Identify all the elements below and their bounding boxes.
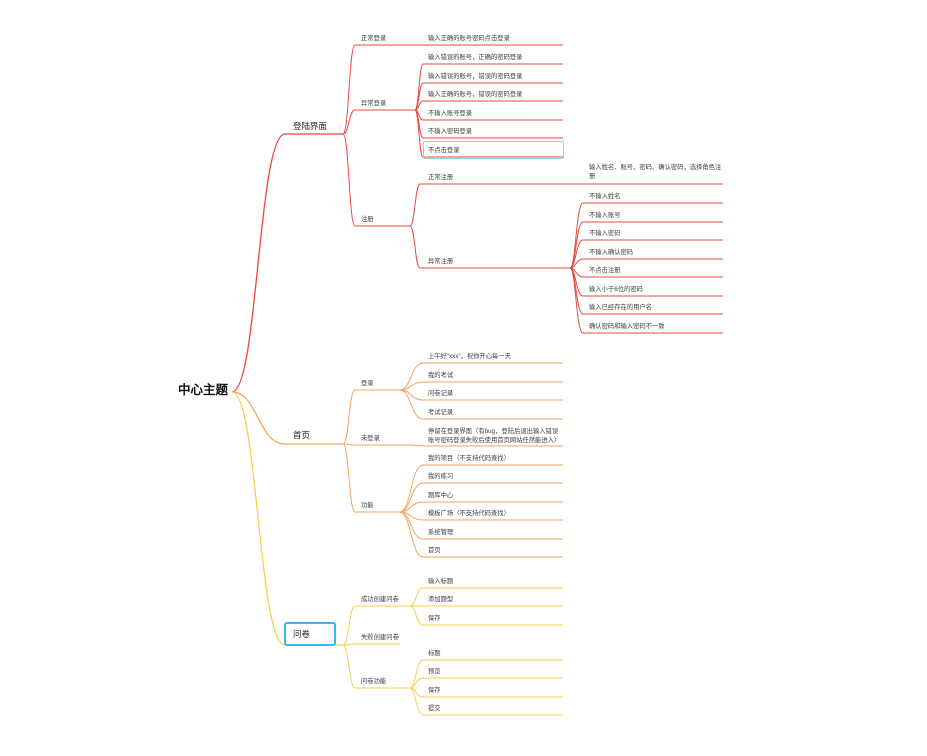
- leaf-topic[interactable]: 系统管理: [428, 529, 454, 536]
- leaf-topic[interactable]: 不点击注册: [589, 267, 621, 274]
- subtopic-normal-login[interactable]: 正常登录: [361, 35, 387, 42]
- leaf-topic[interactable]: 首页: [428, 547, 441, 554]
- subtopic-logged-in[interactable]: 登录: [361, 380, 374, 387]
- subtopic-features[interactable]: 功能: [361, 502, 374, 509]
- subtopic-survey-functions[interactable]: 问卷功能: [361, 678, 387, 685]
- leaf-topic[interactable]: 我的项目（不支持代码查找）: [428, 455, 510, 462]
- survey-branch-lines: [231, 391, 563, 716]
- leaf-topic[interactable]: 停留在登录界面（有bug，登陆后退出输入错误账号密码登录失败后使用首页网站任然能…: [428, 428, 561, 444]
- leaf-topic[interactable]: 不输入账号: [589, 212, 621, 219]
- leaf-topic[interactable]: 输入正确的账号，错误的密码登录: [428, 91, 523, 98]
- leaf-topic[interactable]: 输入姓名、账号、密码、确认密码，选择角色注册: [589, 164, 722, 180]
- leaf-topic[interactable]: 考试记录: [428, 409, 454, 416]
- subtopic-abnormal-login[interactable]: 异常登录: [361, 100, 387, 107]
- leaf-topic[interactable]: 输入标题: [428, 578, 454, 585]
- leaf-topic[interactable]: 不输入密码: [589, 230, 621, 237]
- subtopic-survey-create-fail[interactable]: 失败创建问卷: [361, 634, 399, 641]
- leaf-topic[interactable]: 输入已经存在的用户名: [589, 304, 652, 311]
- leaf-topic[interactable]: 题库中心: [428, 492, 454, 499]
- leaf-topic[interactable]: 确认密码和输入密码不一致: [589, 323, 665, 330]
- central-topic[interactable]: 中心主题: [178, 383, 229, 397]
- selection-outline-soft: [423, 141, 564, 159]
- leaf-topic[interactable]: 保存: [428, 615, 441, 622]
- leaf-topic[interactable]: 标题: [428, 650, 441, 657]
- leaf-topic[interactable]: 输入错误的账号，错误的密码登录: [428, 73, 523, 80]
- leaf-topic-selected[interactable]: 不点击登录: [428, 147, 460, 154]
- leaf-topic[interactable]: 预览: [428, 668, 441, 675]
- leaf-topic[interactable]: 上午好“xxx”，祝你开心每一天: [428, 353, 511, 360]
- leaf-topic[interactable]: 问卷记录: [428, 390, 454, 397]
- leaf-topic[interactable]: 我的练习: [428, 473, 454, 480]
- leaf-topic[interactable]: 不输入账号登录: [428, 110, 473, 117]
- leaf-topic[interactable]: 添加题型: [428, 596, 454, 603]
- leaf-topic[interactable]: 输入正确的账号密码点击登录: [428, 35, 510, 42]
- leaf-topic[interactable]: 我的考试: [428, 372, 454, 379]
- home-branch-lines: [231, 362, 563, 558]
- login-branch-lines: [231, 44, 723, 393]
- leaf-topic[interactable]: 输入小于6位的密码: [589, 286, 643, 293]
- leaf-topic[interactable]: 保存: [428, 687, 441, 694]
- topic-login-page[interactable]: 登陆界面: [293, 121, 328, 131]
- subtopic-normal-register[interactable]: 正常注册: [428, 174, 454, 181]
- subtopic-survey-create-success[interactable]: 成功创建问卷: [361, 596, 399, 603]
- selection-outline: [284, 622, 336, 646]
- topic-home-page[interactable]: 首页: [293, 430, 311, 440]
- leaf-topic[interactable]: 不输入确认密码: [589, 249, 634, 256]
- leaf-topic[interactable]: 提交: [428, 705, 441, 712]
- leaf-topic[interactable]: 模板广场（不支持代码查找）: [428, 510, 510, 517]
- subtopic-abnormal-register[interactable]: 异常注册: [428, 258, 454, 265]
- topic-survey[interactable]: 问卷: [293, 629, 311, 639]
- leaf-topic[interactable]: 不输入姓名: [589, 193, 621, 200]
- subtopic-not-logged-in[interactable]: 未登录: [361, 435, 380, 442]
- leaf-topic[interactable]: 不输入密码登录: [428, 128, 473, 135]
- subtopic-register[interactable]: 注册: [361, 216, 374, 223]
- leaf-topic[interactable]: 输入错误的账号，正确的密码登录: [428, 54, 523, 61]
